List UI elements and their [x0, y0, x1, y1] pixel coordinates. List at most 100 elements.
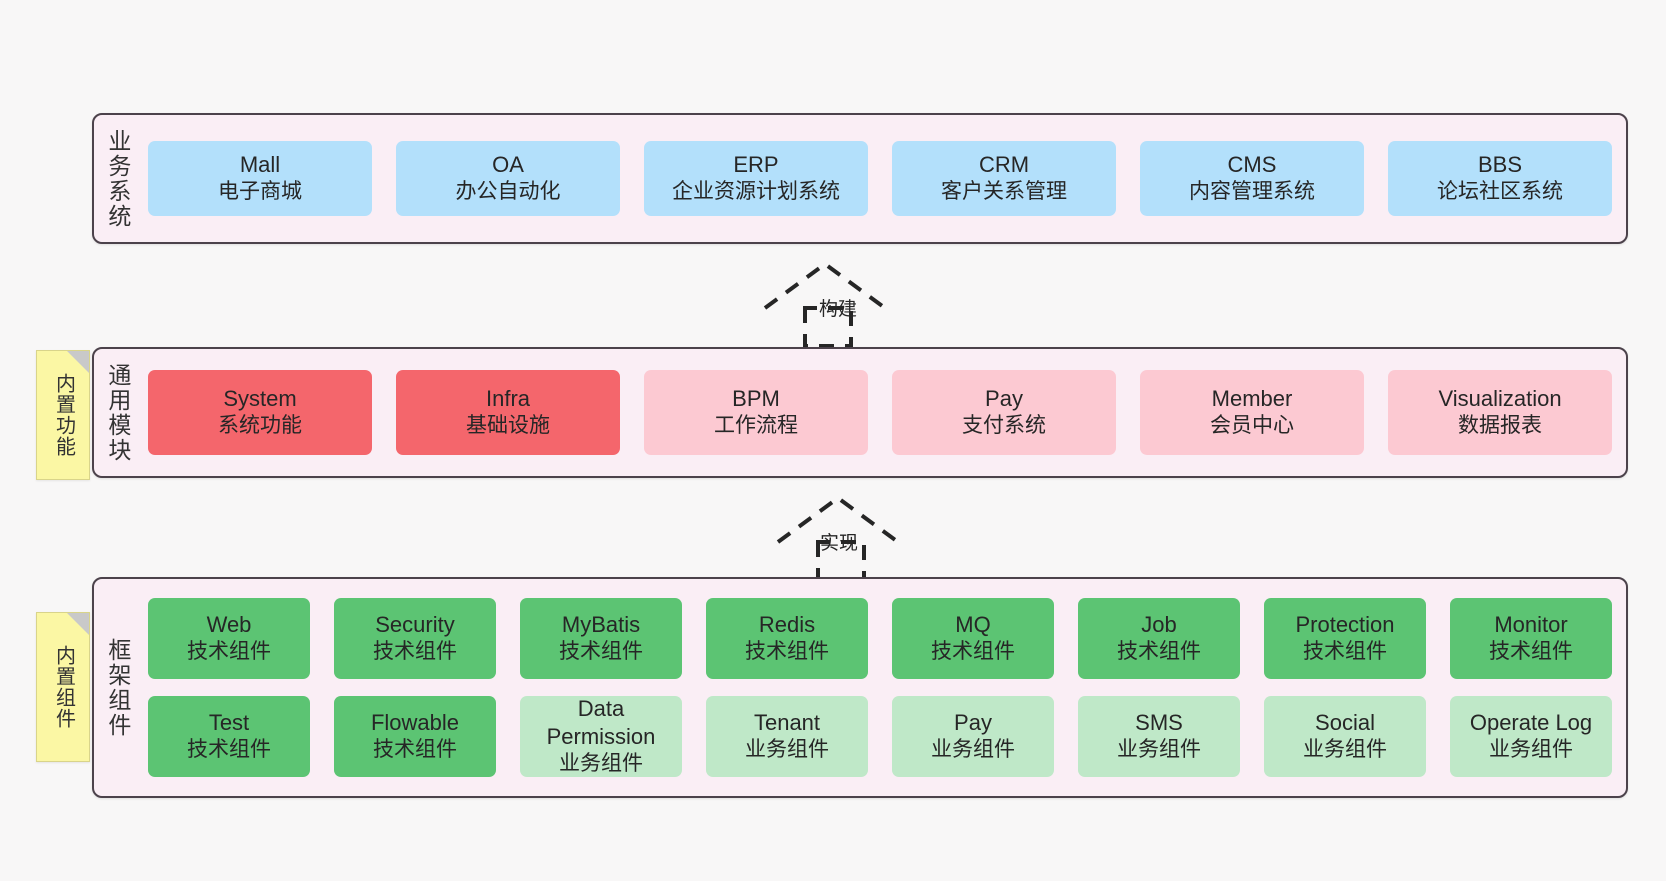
box-subtitle: 技术组件	[931, 640, 1015, 664]
box-subtitle: 会员中心	[1210, 414, 1294, 438]
layer-business-systems: 业务系统 Mall 电子商城 OA 办公自动化 ERP 企业资源计划系统 CRM…	[92, 113, 1628, 244]
box-subtitle: 系统功能	[218, 414, 302, 438]
box-title: Data Permission	[546, 695, 656, 750]
layer-business-systems-body: Mall 电子商城 OA 办公自动化 ERP 企业资源计划系统 CRM 客户关系…	[140, 115, 1626, 242]
box-subtitle: 技术组件	[1303, 640, 1387, 664]
layer-common-modules: 通用模块 System 系统功能 Infra 基础设施 BPM 工作流程 Pay…	[92, 347, 1628, 478]
connector-implement-label: 实现	[820, 533, 859, 554]
box-subtitle: 电子商城	[218, 180, 302, 204]
note-label: 内置功能	[52, 373, 75, 457]
component-box-redis[interactable]: Redis 技术组件	[706, 598, 868, 679]
box-title: Tenant	[753, 709, 821, 735]
business-systems-row: Mall 电子商城 OA 办公自动化 ERP 企业资源计划系统 CRM 客户关系…	[148, 141, 1612, 216]
box-subtitle: 数据报表	[1458, 414, 1542, 438]
layer-common-modules-title: 通用模块	[104, 362, 131, 463]
box-title: Pay	[985, 385, 1023, 411]
component-box-flowable[interactable]: Flowable 技术组件	[334, 696, 496, 777]
note-built-in-components: 内置组件	[36, 612, 90, 762]
box-title: Security	[375, 611, 455, 637]
box-title: MQ	[955, 611, 991, 637]
layer-framework-components-title: 框架组件	[104, 637, 131, 738]
box-title: BPM	[732, 385, 780, 411]
box-subtitle: 业务组件	[931, 738, 1015, 762]
component-box-operate-log[interactable]: Operate Log 业务组件	[1450, 696, 1612, 777]
box-subtitle: 业务组件	[1489, 738, 1573, 762]
box-subtitle: 业务组件	[1303, 738, 1387, 762]
connector-implement: 实现	[770, 492, 930, 587]
box-title: Pay	[954, 709, 992, 735]
module-box-member[interactable]: Member 会员中心	[1140, 370, 1364, 455]
box-subtitle: 基础设施	[466, 414, 550, 438]
box-subtitle: 技术组件	[373, 640, 457, 664]
component-box-protection[interactable]: Protection 技术组件	[1264, 598, 1426, 679]
component-box-tenant[interactable]: Tenant 业务组件	[706, 696, 868, 777]
component-box-security[interactable]: Security 技术组件	[334, 598, 496, 679]
box-subtitle: 技术组件	[559, 640, 643, 664]
box-subtitle: 工作流程	[714, 414, 798, 438]
box-title: ERP	[733, 151, 779, 177]
connector-build: 构建	[757, 258, 917, 353]
note-built-in-features: 内置功能	[36, 350, 90, 480]
box-title: Test	[208, 709, 250, 735]
box-subtitle: 业务组件	[745, 738, 829, 762]
component-box-sms[interactable]: SMS 业务组件	[1078, 696, 1240, 777]
connector-build-label: 构建	[819, 299, 858, 320]
box-subtitle: 业务组件	[559, 752, 643, 776]
box-subtitle: 业务组件	[1117, 738, 1201, 762]
box-subtitle: 企业资源计划系统	[672, 180, 840, 204]
box-subtitle: 技术组件	[373, 738, 457, 762]
box-title: CMS	[1227, 151, 1277, 177]
box-subtitle: 论坛社区系统	[1437, 180, 1563, 204]
common-modules-row: System 系统功能 Infra 基础设施 BPM 工作流程 Pay 支付系统…	[148, 370, 1612, 455]
box-title: Visualization	[1438, 385, 1562, 411]
box-subtitle: 技术组件	[1117, 640, 1201, 664]
component-box-web[interactable]: Web 技术组件	[148, 598, 310, 679]
component-box-monitor[interactable]: Monitor 技术组件	[1450, 598, 1612, 679]
module-box-system[interactable]: System 系统功能	[148, 370, 372, 455]
note-label: 内置组件	[52, 645, 75, 729]
box-title: Infra	[485, 385, 531, 411]
layer-framework-components: 框架组件 Web 技术组件 Security 技术组件 MyBatis 技术组件…	[92, 577, 1628, 798]
framework-components-row-1: Web 技术组件 Security 技术组件 MyBatis 技术组件 Redi…	[148, 598, 1612, 679]
component-box-job[interactable]: Job 技术组件	[1078, 598, 1240, 679]
component-box-social[interactable]: Social 业务组件	[1264, 696, 1426, 777]
box-title: Redis	[758, 611, 816, 637]
business-box-oa[interactable]: OA 办公自动化	[396, 141, 620, 216]
module-box-visualization[interactable]: Visualization 数据报表	[1388, 370, 1612, 455]
component-box-pay[interactable]: Pay 业务组件	[892, 696, 1054, 777]
note-fold-corner-icon	[67, 613, 89, 635]
layer-common-modules-body: System 系统功能 Infra 基础设施 BPM 工作流程 Pay 支付系统…	[140, 349, 1626, 476]
module-box-bpm[interactable]: BPM 工作流程	[644, 370, 868, 455]
component-box-data-permission[interactable]: Data Permission 业务组件	[520, 696, 682, 777]
box-subtitle: 技术组件	[1489, 640, 1573, 664]
box-subtitle: 办公自动化	[455, 180, 561, 204]
component-box-mq[interactable]: MQ 技术组件	[892, 598, 1054, 679]
box-subtitle: 支付系统	[962, 414, 1046, 438]
business-box-mall[interactable]: Mall 电子商城	[148, 141, 372, 216]
module-box-infra[interactable]: Infra 基础设施	[396, 370, 620, 455]
business-box-crm[interactable]: CRM 客户关系管理	[892, 141, 1116, 216]
box-title: System	[223, 385, 297, 411]
business-box-bbs[interactable]: BBS 论坛社区系统	[1388, 141, 1612, 216]
box-title: Web	[206, 611, 252, 637]
component-box-test[interactable]: Test 技术组件	[148, 696, 310, 777]
framework-components-row-2: Test 技术组件 Flowable 技术组件 Data Permission …	[148, 696, 1612, 777]
box-title: CRM	[978, 151, 1030, 177]
module-box-pay[interactable]: Pay 支付系统	[892, 370, 1116, 455]
box-subtitle: 技术组件	[745, 640, 829, 664]
box-subtitle: 技术组件	[187, 738, 271, 762]
layer-framework-components-body: Web 技术组件 Security 技术组件 MyBatis 技术组件 Redi…	[140, 579, 1626, 796]
business-box-cms[interactable]: CMS 内容管理系统	[1140, 141, 1364, 216]
box-subtitle: 内容管理系统	[1189, 180, 1315, 204]
box-subtitle: 技术组件	[187, 640, 271, 664]
component-box-mybatis[interactable]: MyBatis 技术组件	[520, 598, 682, 679]
box-title: Social	[1315, 709, 1375, 735]
box-title: Member	[1211, 385, 1293, 411]
box-subtitle: 客户关系管理	[941, 180, 1067, 204]
box-title: OA	[492, 151, 524, 177]
box-title: SMS	[1135, 709, 1183, 735]
box-title: Monitor	[1494, 611, 1568, 637]
box-title: Job	[1141, 611, 1177, 637]
business-box-erp[interactable]: ERP 企业资源计划系统	[644, 141, 868, 216]
